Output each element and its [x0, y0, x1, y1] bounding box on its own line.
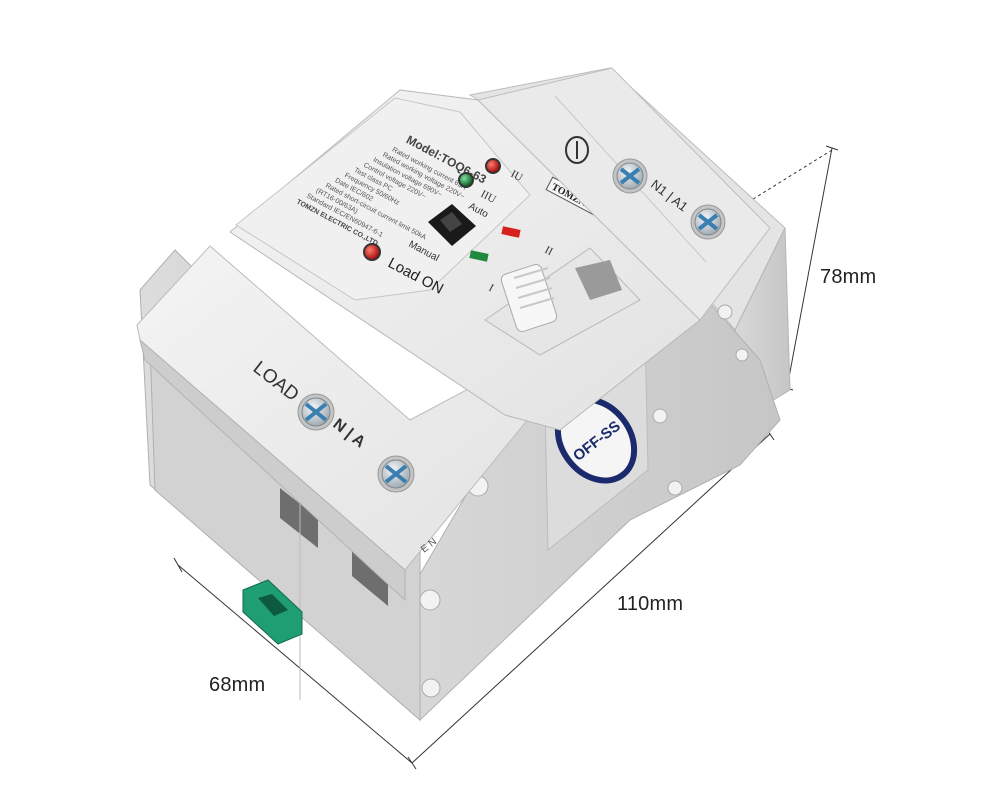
rating-tag: OFF-SS: [554, 396, 638, 484]
led-indicator: [487, 160, 499, 172]
load-terminal-n: [297, 393, 335, 431]
power-symbol-icon: [565, 136, 589, 164]
screw-icon: [697, 213, 719, 231]
dimension-length-label: 110mm: [617, 593, 684, 615]
screw-icon: [304, 402, 328, 422]
manual-switch[interactable]: [428, 204, 476, 246]
dimension-height-label: 78mm: [820, 266, 877, 288]
led-iu: [485, 158, 501, 174]
load-terminal-a: [377, 455, 415, 493]
screw-icon: [619, 167, 641, 185]
top-terminal-a1: [690, 204, 726, 240]
switch-lever[interactable]: [500, 263, 558, 333]
position-window-ii: [501, 226, 521, 238]
position-window-i: [469, 250, 489, 262]
led-iiu: [458, 172, 474, 188]
top-terminal-n1: [612, 158, 648, 194]
dimension-depth-label: 68mm: [209, 674, 266, 696]
screw-icon: [384, 464, 408, 484]
led-indicator: [365, 245, 379, 259]
led-load-on: [363, 243, 381, 261]
lever-label-i: I: [487, 282, 496, 294]
led-indicator: [460, 174, 472, 186]
label-iu: IU: [509, 168, 525, 184]
din-clip: [242, 579, 303, 645]
dimension-line-depth: [173, 557, 413, 764]
